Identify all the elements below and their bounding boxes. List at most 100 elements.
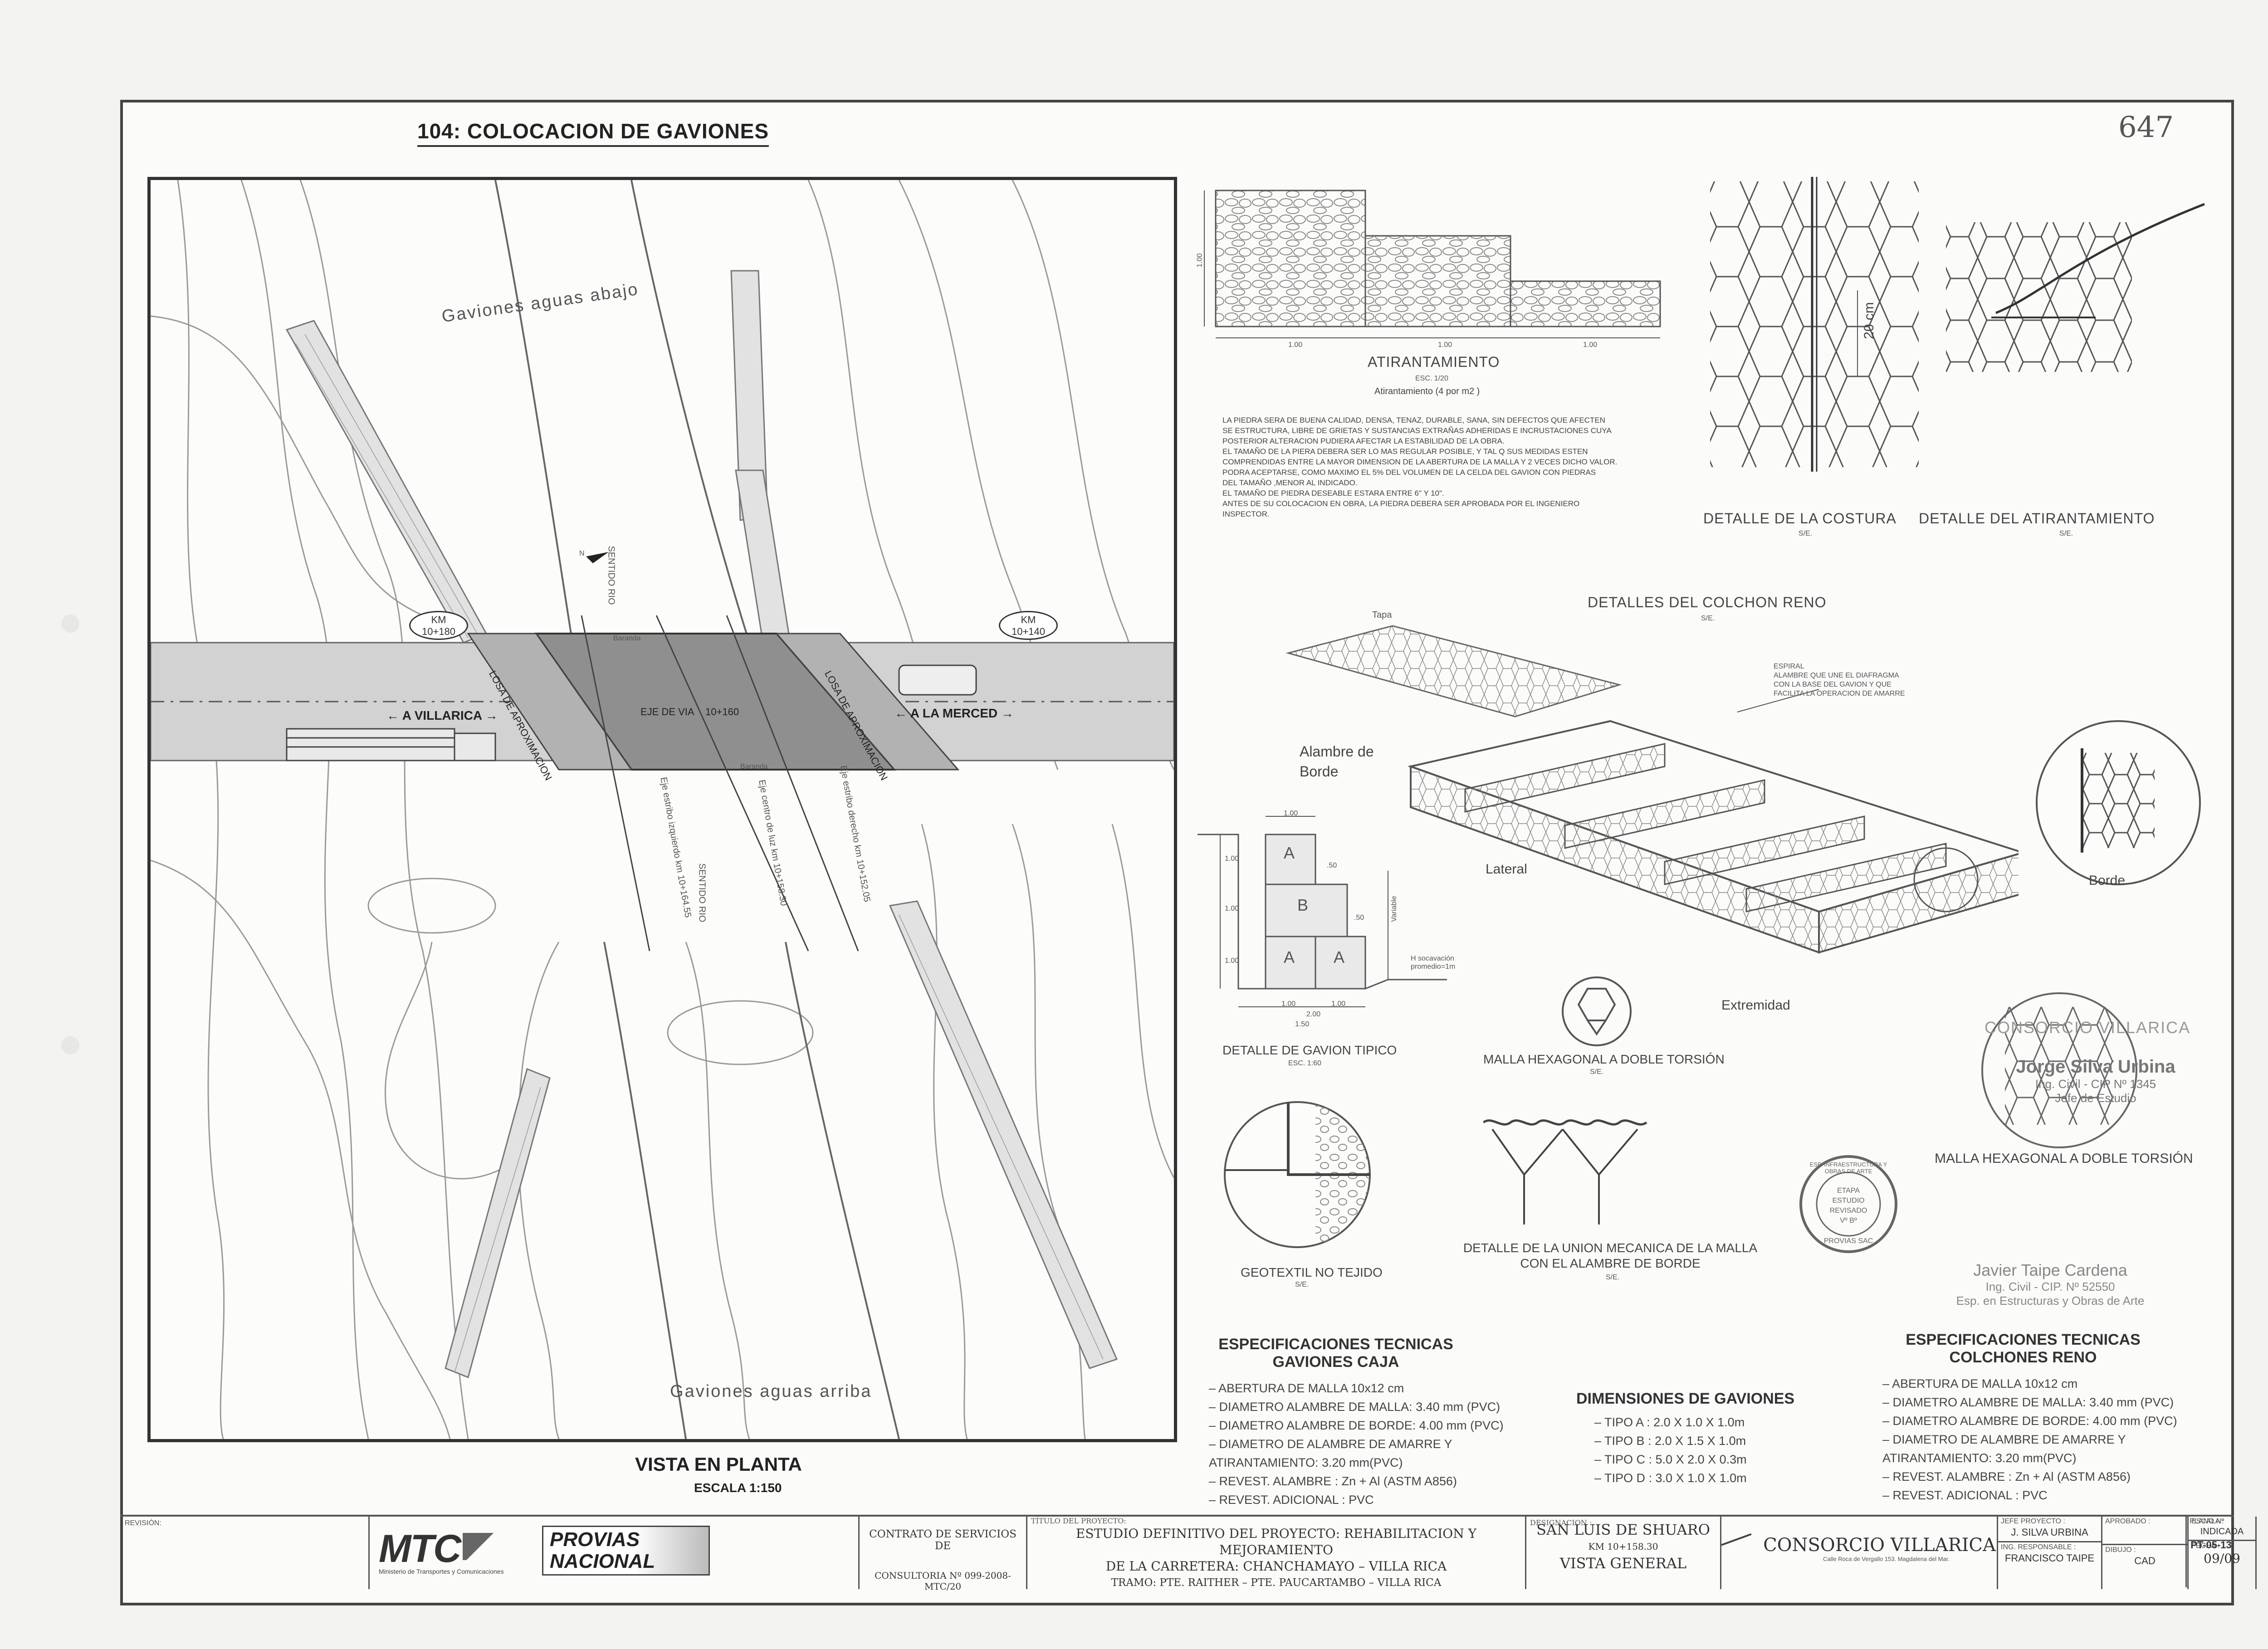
signature-2: Javier Taipe Cardena Ing. Civil - CIP. N… [1928,1261,2173,1308]
designacion-line-3: VISTA GENERAL [1559,1555,1687,1572]
tb-scale-date: ESCALA : INDICADA FECHA : 09/09 [2189,1517,2257,1589]
gt-socavacion: H socavación promedio=1m [1411,955,1455,971]
direction-left-text: A VILLARICA [402,708,482,722]
plan-caption: VISTA EN PLANTA [635,1454,802,1475]
spec-colchon: ESPECIFICACIONES TECNICAS COLCHONES RENO… [1882,1331,2200,1505]
fecha-value: 09/09 [2204,1551,2240,1566]
mattress-end [1818,853,2019,954]
seal-mid-line: Vº Bº [1840,1217,1857,1225]
malla-hex-scale: S/E. [1590,1068,1604,1076]
gt-cell-label: B [1297,896,1309,914]
detail-callout [1913,847,1979,912]
atirant-dim: 1.00 [1583,341,1598,349]
borde-detail [2036,720,2201,885]
mtc-logo: MTC Ministerio de Transportes y Comunica… [379,1527,503,1575]
socav-line: H socavación [1411,955,1455,962]
ing-label: ING. RESPONSABLE : [2001,1543,2076,1551]
spec-caja-title: ESPECIFICACIONES TECNICAS [1218,1336,1453,1353]
espiral-line: CON LA BASE DEL GAVION Y QUE [1774,681,1892,688]
truck-symbol [286,728,496,761]
gt-cell-label: A [1284,844,1295,862]
atirant-detail-title: DETALLE DEL ATIRANTAMIENTO [1919,510,2155,527]
contour-line [921,824,968,1439]
union-title: DETALLE DE LA UNION MECANICA DE LA MALLA… [1461,1240,1760,1271]
consorcio-text: CONSORCIO VILLARICA [1763,1535,1996,1556]
revision-label: REVISIÓN: [125,1519,161,1527]
provias-line-2: NACIONAL [550,1550,655,1572]
contour-line [367,878,496,934]
spec-item: – DIAMETRO ALAMBRE DE MALLA: 3.40 mm (PV… [1209,1400,1501,1414]
punch-hole [61,615,79,633]
dibujo-label: DIBUJO : [2105,1546,2136,1554]
malla-hex-icon [1562,976,1632,1046]
baranda-label: Baranda [613,634,641,642]
gabion-block [1364,235,1511,327]
tb-approval: APROBADO : DIBUJO : CAD [2102,1517,2189,1589]
dim-item: – TIPO C : 5.0 X 2.0 X 0.3m [1594,1453,1747,1466]
gt-dim-top: 1.00 [1284,810,1298,817]
union-title-line: CON EL ALAMBRE DE BORDE [1520,1256,1701,1270]
spec-item: – DIAMETRO ALAMBRE DE BORDE: 4.00 mm (PV… [1209,1419,1504,1432]
spec-item: – DIAMETRO ALAMBRE DE MALLA: 3.40 mm (PV… [1882,1395,2174,1409]
mattress-lid [1286,625,1622,717]
proyecto-line: ESTUDIO DEFINITIVO DEL PROYECTO: REHABIL… [1075,1526,1477,1557]
spec-colchon-subtitle: COLCHONES RENO [1949,1349,2097,1366]
signer-name: Jorge Silva Urbina [2016,1057,2175,1077]
aprobado-label: APROBADO : [2102,1517,2187,1545]
escala-label: ESCALA : [2191,1517,2224,1525]
spec-item: – REVEST. ALAMBRE : Zn + Al (ASTM A856) [1882,1470,2131,1483]
colchon-tapa: Tapa [1372,610,1392,620]
proyecto-line: TRAMO: PTE. RAITHER – PTE. PAUCARTAMBO –… [1111,1577,1442,1589]
spec-caja: ESPECIFICACIONES TECNICAS GAVIONES CAJA … [1209,1336,1526,1509]
km-value: 10+140 [1011,626,1046,637]
spec-colchon-title: ESPECIFICACIONES TECNICAS [1906,1331,2141,1348]
punch-hole [61,1036,79,1054]
title-block: REVISIÓN: MTC Ministerio de Transportes … [120,1515,2257,1592]
mattress-diaphragm [1464,743,1666,813]
malla-hex-2-drawing [1981,992,2137,1148]
consorcio-address: Calle Roca de Vergallo 153. Magdalena de… [1823,1556,1950,1562]
escala-value: INDICADA [2189,1527,2255,1541]
contour-line [518,942,560,1439]
atirant-dim-h: 1.00 [1196,253,1204,268]
plan-view: Gaviones aguas abajo Gaviones aguas arri… [147,177,1177,1442]
plan-drawing [151,180,1174,1439]
gt-scale: ESC. 1:60 [1288,1059,1321,1067]
approach-slab-right [775,633,960,771]
jefe-value: J. SILVA URBINA [1998,1527,2101,1542]
river-sense-label: SENTIDO RIO [697,863,707,922]
ground-line [1198,834,1365,990]
colchon-scale: S/E. [1701,615,1715,622]
contour-line [1111,824,1174,1178]
hex-mesh [1710,181,1919,467]
gabion-cell [1265,834,1316,885]
spec-item: – REVEST. ALAMBRE : Zn + Al (ASTM A856) [1209,1474,1457,1488]
union-drawing [1483,1119,1647,1225]
gavion-tipico-drawing [1198,816,1447,1007]
tb-contrato: CONTRATO DE SERVICIOS DE CONSULTORIA Nº … [860,1517,1027,1592]
mtc-bird-icon [462,1533,503,1560]
dim-item: – TIPO B : 2.0 X 1.5 X 1.0m [1594,1434,1746,1448]
seal-mid-line: ETAPA ESTUDIO [1832,1187,1865,1205]
plano-label: PLANO Nº [2190,1517,2224,1525]
hex-mesh [2082,753,2155,848]
gt-bottom-dim: 2.00 [1306,1010,1321,1018]
spec-item: – ABERTURA DE MALLA 10x12 cm [1882,1377,2078,1390]
gt-half: .50 [1354,914,1364,922]
gabion-block [1510,280,1661,327]
paragraph-line: EL TAMAÑO DE PIEDRA DESEABLE ESTARA ENTR… [1222,489,1444,498]
river-sense-label: SENTIDO RIO [606,546,616,605]
malla-hex-2-title: MALLA HEXAGONAL A DOBLE TORSIÓN [1935,1151,2193,1166]
colchon-espiral: ESPIRAL ALAMBRE QUE UNE EL DIAFRAGMA CON… [1774,662,1905,698]
provias-line-1: PROVIAS [550,1528,640,1551]
signature-1: Jorge Silva Urbina Ing. Civil - CIP Nº 1… [2005,1057,2186,1105]
plan-scale: ESCALA 1:150 [694,1481,782,1495]
paragraph-line: EL TAMAÑO DE LA PIERA DEBERA SER LO MAS … [1222,447,1588,456]
dim-item: – TIPO A : 2.0 X 1.0 X 1.0m [1594,1415,1745,1429]
edge-wire [1483,1119,1647,1126]
costura-dim: 20 cm [1861,302,1877,339]
contour-line [151,315,423,616]
direction-left: ← A VILLARICA → [386,708,498,722]
tb-logos: MTC Ministerio de Transportes y Comunica… [370,1517,860,1589]
